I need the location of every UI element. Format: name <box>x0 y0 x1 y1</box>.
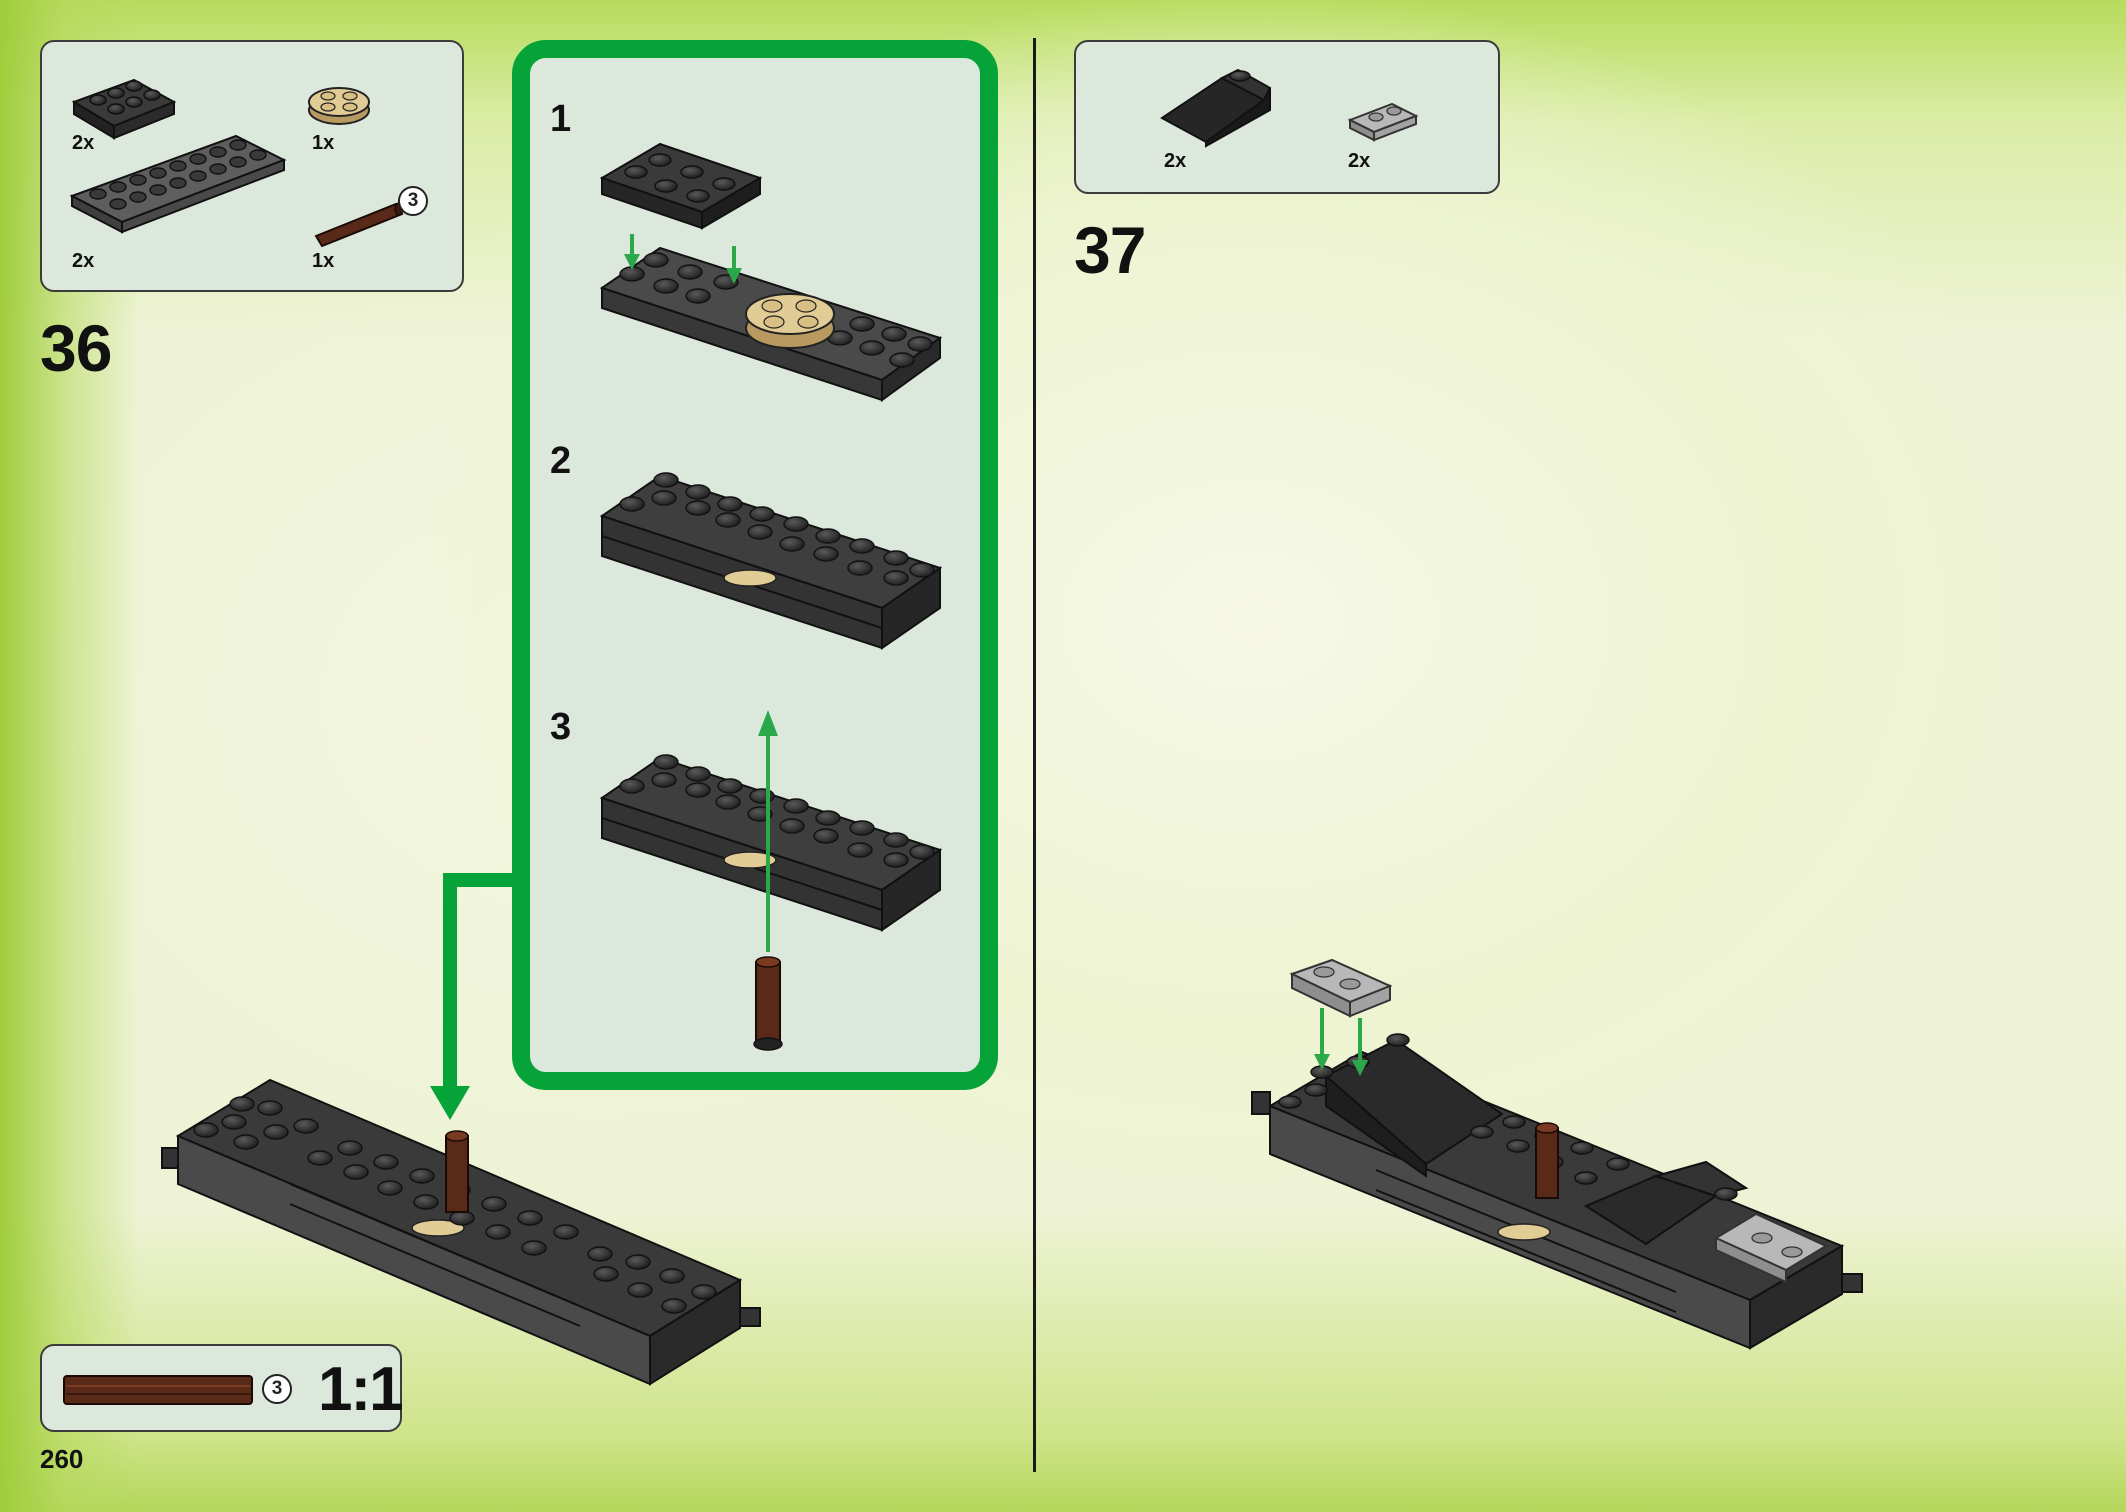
tan-round-plate-icon <box>308 87 370 125</box>
part-qty: 2x <box>1348 150 1371 172</box>
light-gray-plate-1x2-icon <box>1347 102 1419 142</box>
black-slope-brick-icon <box>1160 68 1272 148</box>
scale-ratio: 1:1 <box>318 1355 404 1424</box>
step-number: 37 <box>1074 213 1146 287</box>
part-qty: 2x <box>72 132 95 154</box>
dark-gray-plate-2x3-icon <box>71 78 177 140</box>
substep2-illustration <box>599 472 943 650</box>
axle-length-badge: 3 <box>262 1374 292 1404</box>
axle-actual-size-icon <box>63 1375 253 1405</box>
column-divider <box>1033 38 1036 1472</box>
axle-length-badge: 3 <box>398 186 428 216</box>
step36-parts-list: 2x 1x 2x 3 1x <box>40 40 464 292</box>
page-number: 260 <box>40 1444 84 1474</box>
callout-connector-arrow <box>430 873 512 1120</box>
dark-gray-plate-2x8-icon <box>69 134 287 234</box>
substep-number: 2 <box>550 440 572 482</box>
axle-scale-reference: 3 1:1 <box>40 1344 404 1432</box>
substep1-illustration <box>599 142 943 402</box>
part-qty: 1x <box>312 132 335 154</box>
part-qty: 1x <box>312 250 335 272</box>
step37-parts-list: 2x 2x <box>1074 40 1500 194</box>
substep-callout: 1 2 3 <box>512 40 998 1090</box>
step37-assembly <box>1251 958 1863 1350</box>
step-number: 36 <box>40 311 112 385</box>
step36-assembly <box>161 1078 761 1386</box>
substep3-illustration <box>599 710 943 1051</box>
part-qty: 2x <box>72 250 95 272</box>
part-qty: 2x <box>1164 150 1187 172</box>
substep-number: 3 <box>550 706 572 748</box>
substep-number: 1 <box>550 98 572 140</box>
brown-axle-icon <box>314 202 404 248</box>
